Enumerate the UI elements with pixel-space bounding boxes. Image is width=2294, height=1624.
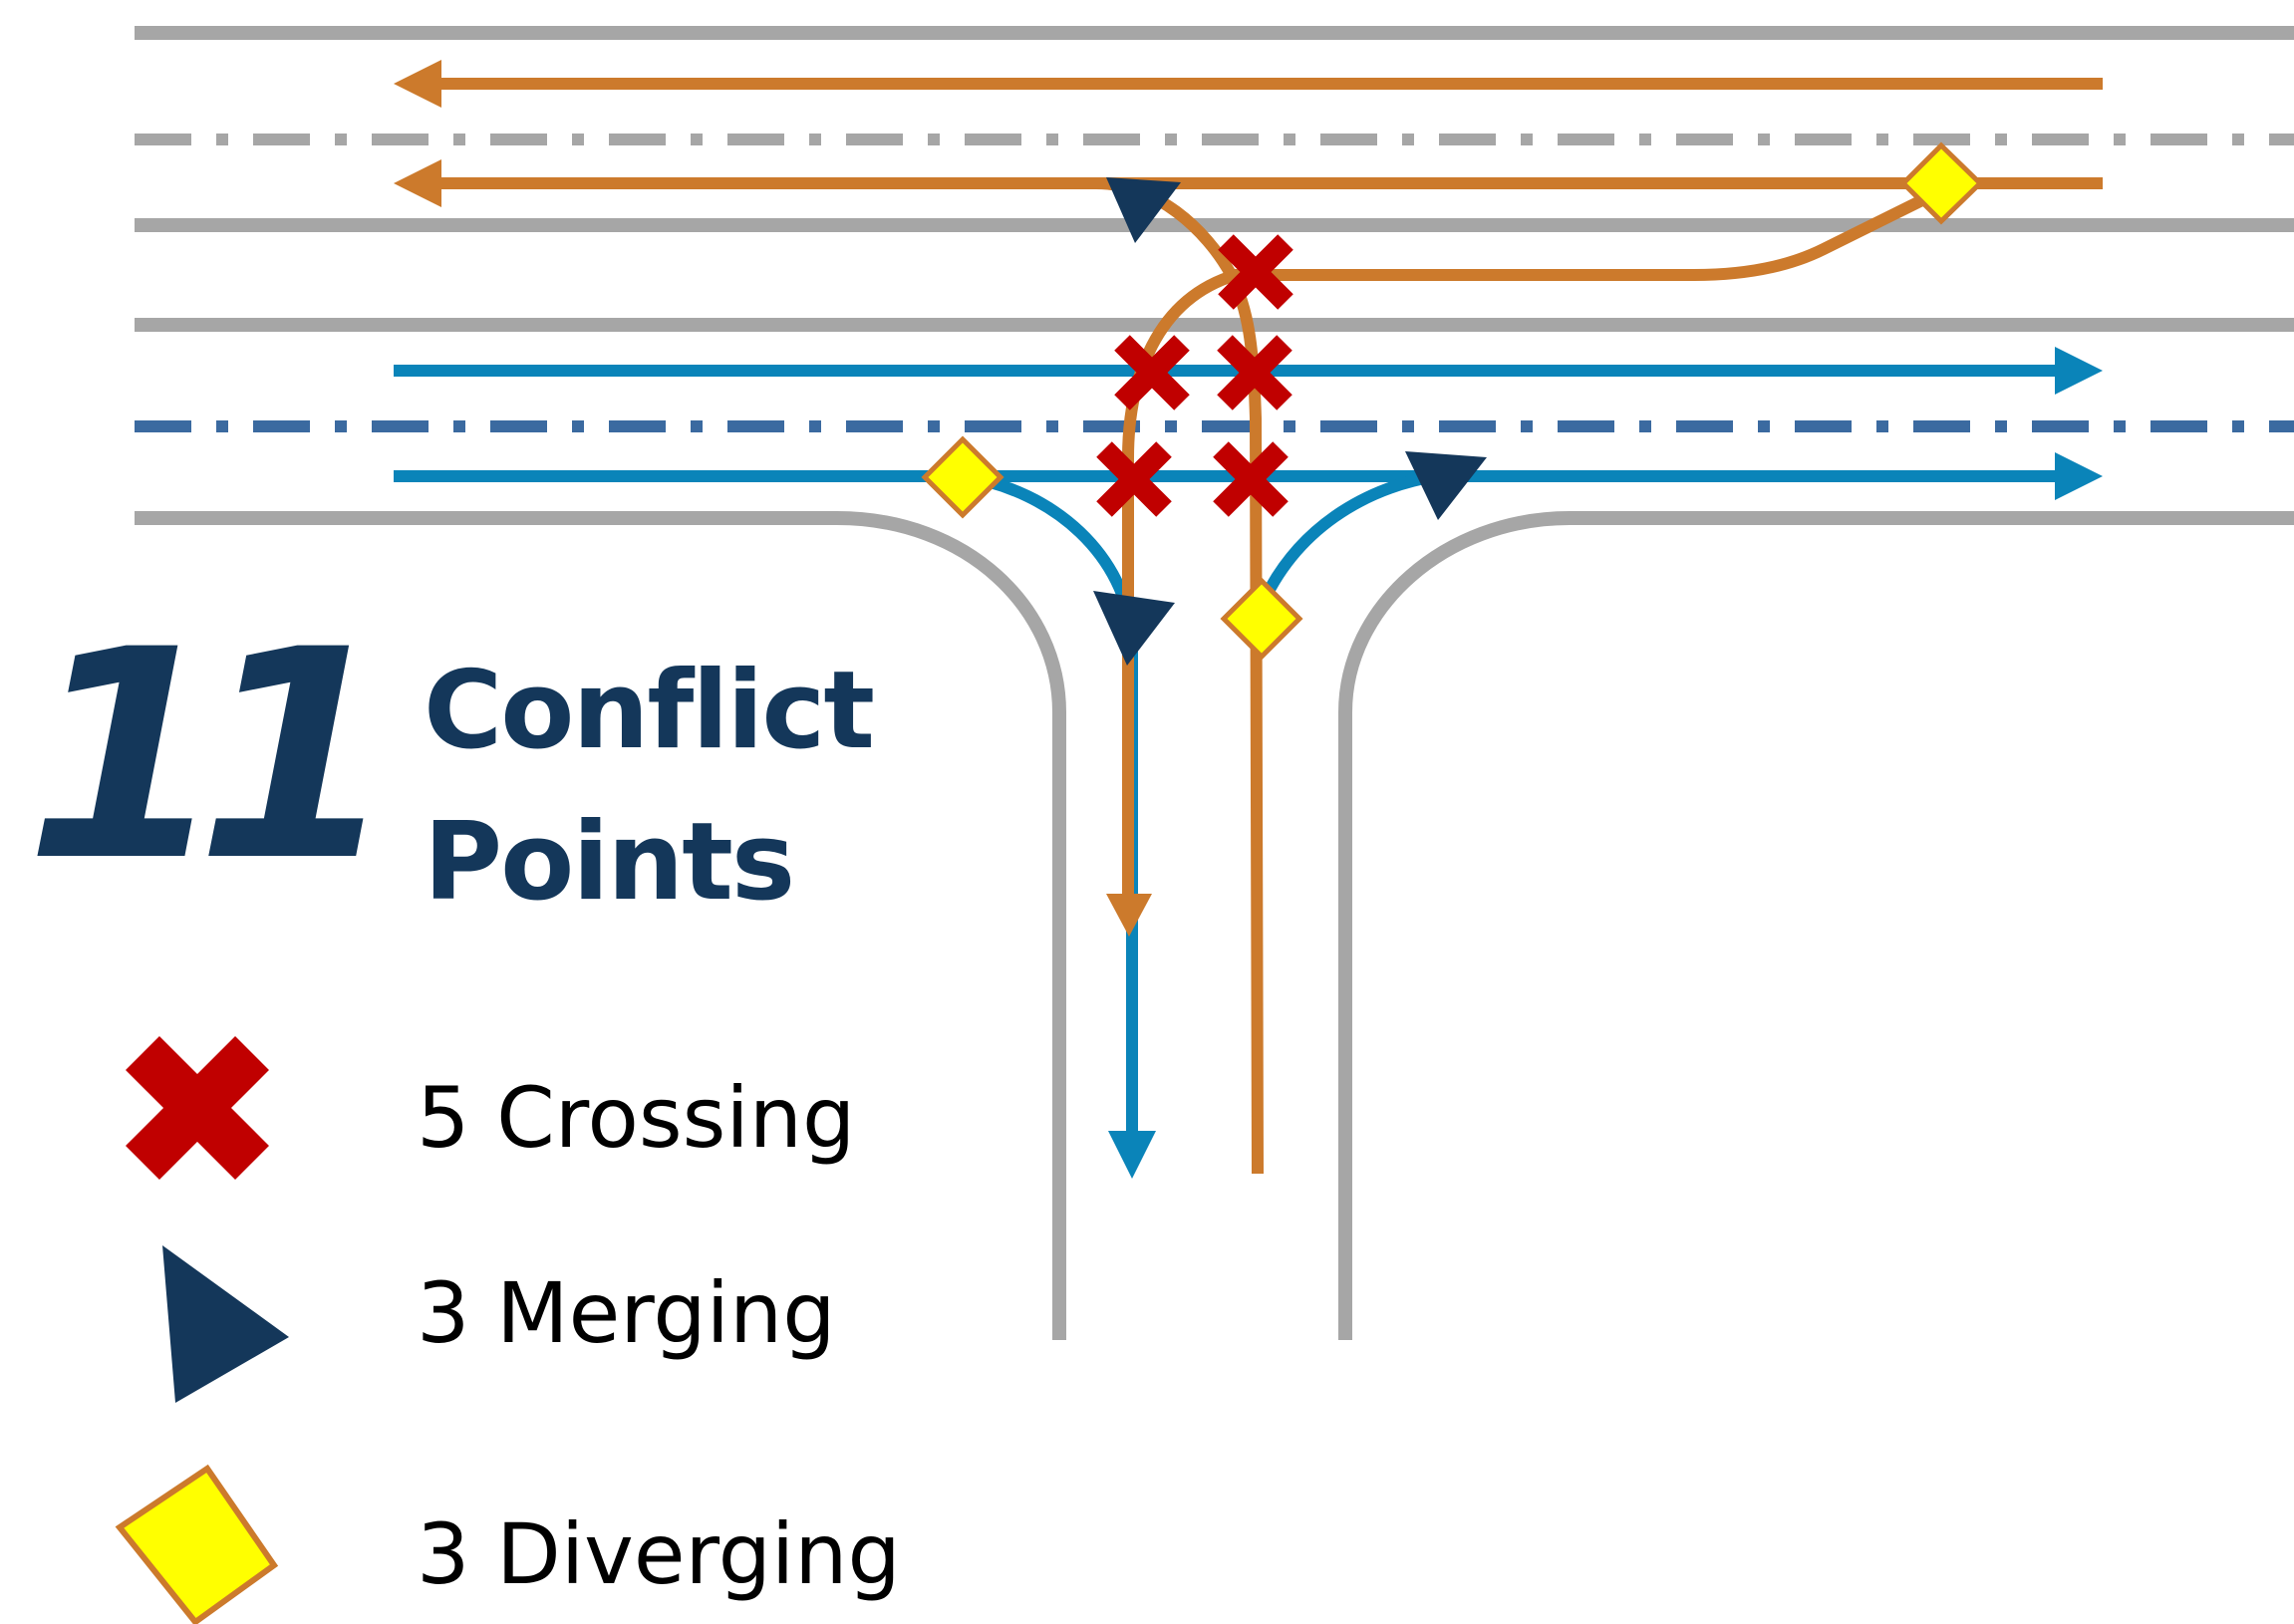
crossing-x-icon — [1217, 335, 1292, 410]
arrowhead-westbound-1 — [394, 60, 441, 108]
merging-triangle-icon — [1106, 177, 1181, 243]
northbound-right-turn-path — [1255, 470, 1437, 611]
crossing-x-icon — [1218, 234, 1293, 310]
diverging-diamond-icon — [1220, 577, 1303, 661]
crossing-points — [1096, 234, 1293, 517]
legend-symbols — [115, 1036, 289, 1624]
crossing-x-icon — [1096, 441, 1172, 517]
westbound-left-turn-path — [1095, 177, 1264, 1175]
diverging-diamond-icon — [115, 1464, 279, 1624]
northbound-left-turn-path — [1122, 186, 1941, 907]
conflict-count: 11 — [25, 589, 398, 925]
legend-label-crossing: 5 Crossing — [417, 1069, 856, 1167]
eastbound-arrowheads — [1108, 347, 2103, 1179]
road-edges — [135, 26, 2294, 1340]
title-line-1: Conflict — [424, 649, 875, 773]
diverging-diamond-icon — [921, 435, 1004, 519]
crossing-x-icon — [1213, 441, 1289, 517]
merging-points — [1093, 177, 1487, 666]
crossing-x-icon — [1114, 335, 1190, 410]
arrowhead-eastbound-2 — [2055, 452, 2103, 500]
diverging-diamond-icon — [1899, 141, 1984, 225]
legend-label-diverging: 3 Diverging — [417, 1505, 901, 1603]
page-title: Conflict Points — [424, 636, 922, 939]
westbound-arrowheads — [394, 60, 1152, 937]
merging-triangle-icon — [162, 1245, 289, 1403]
lane-dividers — [135, 134, 2294, 432]
merging-triangle-icon — [1405, 451, 1487, 520]
diverging-points — [921, 141, 1984, 661]
arrowhead-eastbound-1 — [2055, 347, 2103, 395]
arrowhead-southbound-blue — [1108, 1131, 1156, 1179]
crossing-x-icon — [126, 1036, 269, 1180]
merging-triangle-icon — [1093, 591, 1175, 666]
arrowhead-southbound-orange — [1106, 894, 1152, 937]
arrowhead-westbound-2 — [394, 159, 441, 207]
road-edge-south-west-curve — [135, 511, 1066, 1340]
legend-label-merging: 3 Merging — [417, 1264, 836, 1362]
road-edge-south-east-curve — [1338, 511, 2294, 1340]
title-line-2: Points — [424, 800, 795, 925]
